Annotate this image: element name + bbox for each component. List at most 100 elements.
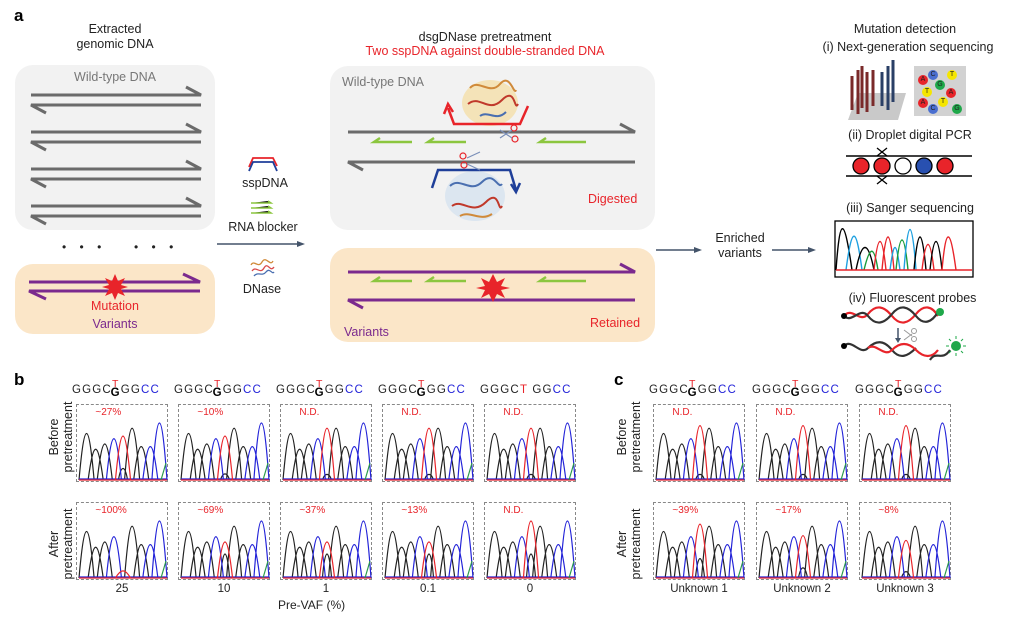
sequence-label: GGGCTGGGCC: [174, 378, 263, 399]
trace-k: [486, 525, 558, 579]
trace-b: [283, 422, 372, 481]
vaf-label: N.D.: [299, 407, 320, 418]
trace-r: [79, 570, 167, 579]
sample-name: Unknown 2: [773, 583, 831, 595]
base-c: C: [928, 104, 938, 114]
base-g: G: [935, 80, 945, 90]
seq-mut-base: T: [791, 378, 800, 390]
enriched-line2: variants: [718, 246, 762, 260]
ellipsis-2: • • •: [134, 240, 179, 254]
trace-r: [487, 427, 575, 481]
trace-b: [181, 520, 270, 579]
pre-vaf-tick: 10: [217, 583, 231, 595]
trace-r: [385, 427, 473, 481]
trace-k: [282, 427, 354, 481]
chromatogram-trace: [758, 520, 848, 579]
seq-suffix: GG: [903, 384, 925, 396]
panel-b-letter: b: [14, 370, 25, 389]
seq-mut-base: T: [894, 378, 903, 390]
fluorescent-probe-illustration: [841, 306, 966, 361]
seq-suffix-blue: CC: [141, 384, 161, 396]
chromatogram-trace: [282, 422, 372, 481]
chromatogram-before: ~27%: [76, 404, 168, 482]
chromatogram-after: ~37%: [280, 502, 372, 580]
seq-mut-base: T: [417, 378, 426, 390]
sequence-label: GGGCTGGGCC: [752, 378, 841, 399]
trace-g: [568, 462, 575, 481]
seq-suffix-blue: CC: [821, 384, 841, 396]
sequence-label: GGGCTGGGCC: [378, 378, 467, 399]
seq-prefix: GGGC: [378, 384, 418, 396]
pre-vaf-axis-label: Pre-VAF (%): [278, 598, 346, 612]
mutation-star-icon: [102, 274, 128, 300]
trace-r: [385, 541, 473, 579]
seq-suffix-blue: CC: [447, 384, 467, 396]
dsdna-1: [30, 85, 202, 115]
method-ngs: (i) Next-generation sequencing: [822, 40, 994, 54]
trace-r: [283, 541, 371, 579]
base-a: A: [946, 88, 956, 98]
sample-name: Unknown 1: [670, 583, 728, 595]
chromatogram-before: N.D.: [653, 404, 745, 482]
col2-variants-label: Variants: [344, 325, 389, 339]
vaf-label: ~100%: [95, 505, 127, 516]
dsdna-3: [30, 159, 202, 189]
seq-wt-base: G: [110, 387, 121, 399]
base-a: A: [918, 75, 928, 85]
sequence-label: GGGCTGGGCC: [649, 378, 737, 399]
trace-b: [862, 520, 951, 579]
method-ddpcr: (ii) Droplet digital PCR: [848, 128, 972, 142]
sspdna-blue-probe: [430, 168, 518, 191]
trace-k: [384, 427, 456, 481]
seq-wt-base: G: [893, 387, 904, 399]
chromatogram-before: N.D.: [280, 404, 372, 482]
vaf-label: ~13%: [401, 505, 428, 516]
chromatogram-before: ~10%: [178, 404, 270, 482]
mutation-star-icon: [476, 274, 510, 302]
seq-suffix-blue: CC: [345, 384, 365, 396]
dnase-protein-top-icon: [462, 79, 519, 126]
dsdna-4: [30, 196, 202, 226]
trace-b: [656, 520, 745, 579]
trace-r: [283, 427, 371, 481]
trace-g: [364, 560, 371, 579]
panel-b-after-label: After pretreatment: [47, 504, 77, 584]
chromatogram-after: ~39%: [653, 502, 745, 580]
trace-b: [759, 520, 848, 579]
trace-b: [385, 520, 474, 579]
dnase-protein-icon: [250, 259, 275, 277]
method-sanger: (iii) Sanger sequencing: [846, 201, 974, 215]
trace-r: [181, 541, 269, 579]
vaf-label: ~37%: [299, 505, 326, 516]
trace-r: [656, 425, 744, 481]
seq-suffix-blue: CC: [552, 384, 572, 396]
rna-blocker-label: RNA blocker: [228, 220, 298, 234]
chromatogram-trace: [180, 520, 270, 579]
trace-b: [862, 422, 951, 481]
chromatogram-after: ~69%: [178, 502, 270, 580]
vaf-label: N.D.: [878, 407, 899, 418]
variant-strands: [28, 272, 201, 301]
col2-title: dsgDNase pretreatment: [418, 30, 552, 44]
seq-suffix-blue: CC: [243, 384, 263, 396]
chromatogram-trace: [861, 520, 951, 579]
col2-wild-type-label: Wild-type DNA: [342, 75, 424, 89]
retained-label: Retained: [590, 316, 641, 330]
chromatogram-trace: [758, 422, 848, 481]
trace-r: [79, 435, 167, 481]
after-line1: After: [47, 530, 61, 558]
vaf-label: N.D.: [401, 407, 422, 418]
seq-prefix: GGGC: [72, 384, 112, 396]
trace-b: [487, 520, 576, 579]
before-line2: pretreatment: [629, 401, 643, 473]
sspdna-red-probe: [446, 105, 530, 126]
trace-k: [78, 427, 150, 481]
scissors-icon: [499, 124, 519, 143]
chromatogram-before: N.D.: [484, 404, 576, 482]
chromatogram-before: N.D.: [382, 404, 474, 482]
trace-r: [862, 540, 950, 579]
before-line1: Before: [615, 418, 629, 456]
trace-g: [840, 560, 847, 579]
seq-prefix: GGGC: [752, 384, 792, 396]
trace-b: [385, 422, 474, 481]
